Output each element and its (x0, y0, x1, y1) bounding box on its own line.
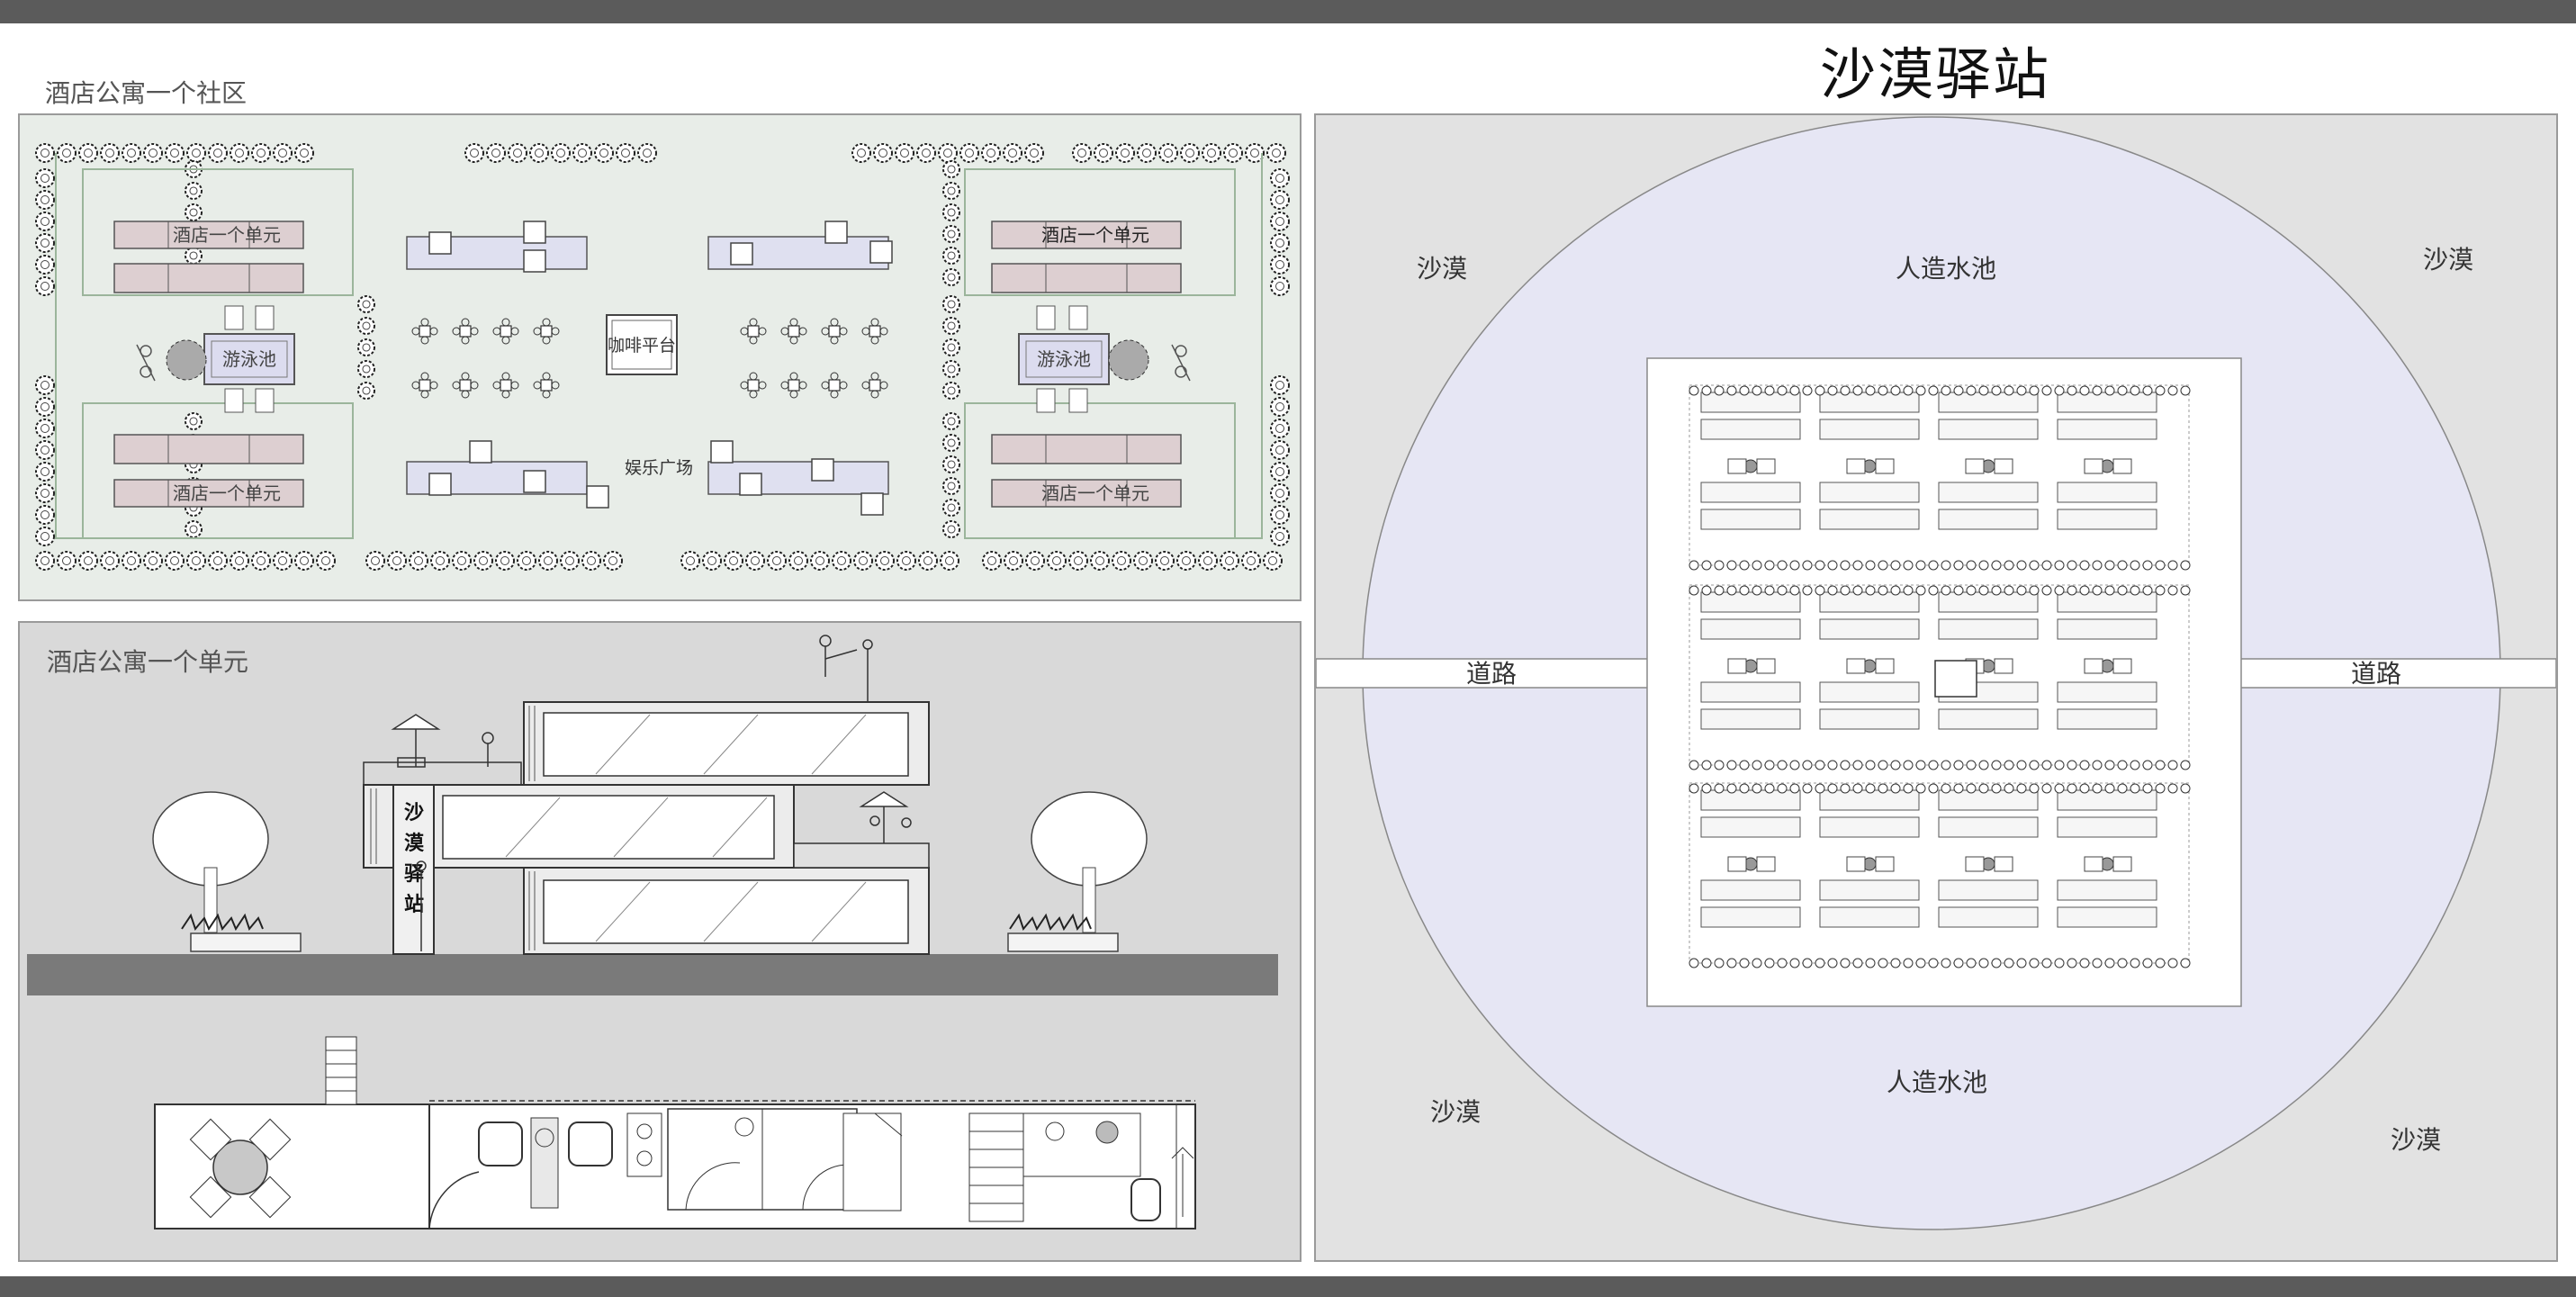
unit-label-4: 酒店一个单元 (1041, 482, 1149, 504)
desert-label-1: 沙漠 (1417, 254, 1467, 284)
unit-label-3: 酒店一个单元 (173, 482, 281, 504)
pool-right (1018, 305, 1149, 413)
unit-caption: 酒店公寓一个单元 (47, 647, 249, 677)
site-plan-panel: 沙漠 沙漠 沙漠 沙漠 人造水池 人造水池 道路 道路 (1314, 113, 2558, 1262)
desert-label-3: 沙漠 (1430, 1097, 1481, 1127)
container-elevation (363, 701, 930, 955)
top-band (0, 0, 2576, 23)
garden-paths (55, 153, 1263, 539)
sign-tower (392, 784, 435, 955)
sign-char-3: 驿 (404, 863, 425, 886)
unit-panel: 酒店公寓一个单元 沙 漠 (18, 621, 1302, 1262)
community-plan-drawing: 酒店一个单元 酒店一个单元 酒店一个单元 酒店一个单元 游泳池 游泳池 (35, 143, 1290, 571)
desert-label-4: 沙漠 (2391, 1125, 2441, 1155)
pool-side-figures (136, 344, 1191, 382)
pool-label-right: 游泳池 (1037, 348, 1091, 370)
unit-blocks (113, 221, 1182, 508)
cafe-label: 咖啡平台 (608, 336, 676, 356)
page-title: 沙漠驿站 (1819, 41, 2050, 107)
sign-char-1: 沙 (404, 802, 424, 824)
plaza-label: 娱乐广场 (625, 458, 693, 478)
pond-label-bottom: 人造水池 (1887, 1067, 1987, 1097)
site-plan-drawing: 沙漠 沙漠 沙漠 沙漠 人造水池 人造水池 道路 道路 (1315, 116, 2557, 1230)
community-plan-panel: 酒店一个单元 酒店一个单元 酒店一个单元 酒店一个单元 游泳池 游泳池 (18, 113, 1302, 601)
pool-label-left: 游泳池 (222, 348, 276, 370)
ground-slab (27, 954, 1278, 995)
plaza-kiosks (428, 221, 893, 516)
unit-block-dividers (167, 221, 1128, 507)
unit-label-1: 酒店一个单元 (173, 224, 281, 246)
tree-right (1007, 791, 1148, 952)
community-blocks (1689, 384, 2191, 968)
unit-drawing: 沙 漠 驿 站 (27, 635, 1278, 1229)
bottom-band (0, 1276, 2576, 1297)
community-caption: 酒店公寓一个社区 (45, 78, 248, 108)
sign-char-4: 站 (404, 894, 424, 916)
tree-rows (35, 143, 1290, 571)
road-label-right: 道路 (2351, 659, 2401, 689)
pond-label-top: 人造水池 (1896, 254, 1996, 284)
unit-label-2: 酒店一个单元 (1041, 224, 1149, 246)
road-label-left: 道路 (1466, 659, 1517, 689)
unit-floor-plan (154, 1036, 1196, 1229)
pool-left (166, 305, 295, 413)
tree-left (152, 791, 302, 952)
cafe-platform (606, 314, 678, 375)
rooftop-figures (391, 635, 912, 951)
sign-char-2: 漠 (404, 833, 425, 855)
cafe-tables (411, 318, 888, 399)
desert-label-2: 沙漠 (2423, 245, 2473, 275)
